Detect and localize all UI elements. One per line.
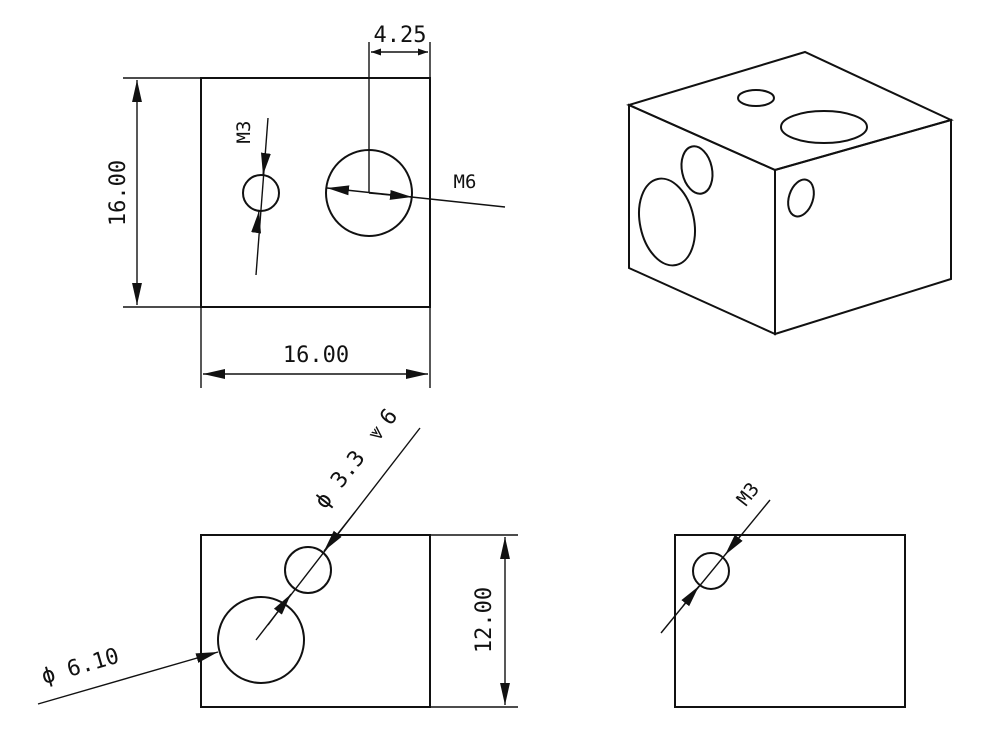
side-m3-leader xyxy=(660,499,771,634)
iso-right-hole xyxy=(787,178,815,218)
hole-3-3 xyxy=(284,546,332,594)
iso-left-face xyxy=(628,103,776,336)
m6-label: M6 xyxy=(454,171,477,193)
isometric-view xyxy=(626,50,954,336)
side-m3-arrow-top xyxy=(724,534,743,556)
hole-3-3-label: ϕ 3.3 ⩔ 6 xyxy=(310,404,403,513)
front-view-outline xyxy=(200,77,431,308)
iso-top-large-hole xyxy=(780,110,868,144)
hole-6-10-leader xyxy=(37,651,219,705)
m6-leader-arrow xyxy=(368,190,413,200)
side-m3-arrow-bottom xyxy=(681,585,700,607)
height-dimension-text: 16.00 xyxy=(106,160,131,226)
m6-leader-line xyxy=(326,185,506,208)
iso-right-face xyxy=(774,118,952,336)
front-view: 16.00 16.00 4.25 M3 M6 xyxy=(106,23,506,388)
iso-left-small-hole xyxy=(680,145,714,195)
hole-6-10 xyxy=(217,596,305,684)
width-dimension-text: 16.00 xyxy=(283,343,349,368)
height-dimension-text: 12.00 xyxy=(472,587,497,653)
depth-value: 6 xyxy=(375,404,403,430)
side-m3-label: M3 xyxy=(733,479,764,511)
m3-leader-arrow-bottom xyxy=(251,210,261,234)
bottom-view: 12.00 ϕ 3.3 ⩔ 6 ϕ 6.10 xyxy=(37,404,518,708)
hole-3-3-arrow-inner xyxy=(267,593,292,626)
side-hole-m3 xyxy=(692,552,730,590)
bottom-view-outline xyxy=(200,534,431,708)
hole-3-3-arrow xyxy=(323,511,356,552)
iso-top-small-hole xyxy=(737,89,775,107)
side-view: M3 xyxy=(660,479,906,708)
iso-top-face xyxy=(626,50,954,172)
offset-dimension-text: 4.25 xyxy=(374,23,427,48)
m3-label: M3 xyxy=(233,121,255,144)
side-view-outline xyxy=(674,534,906,708)
m3-leader-line xyxy=(255,117,269,276)
iso-left-large-hole xyxy=(638,177,696,267)
m3-leader-arrow-top xyxy=(261,152,271,176)
